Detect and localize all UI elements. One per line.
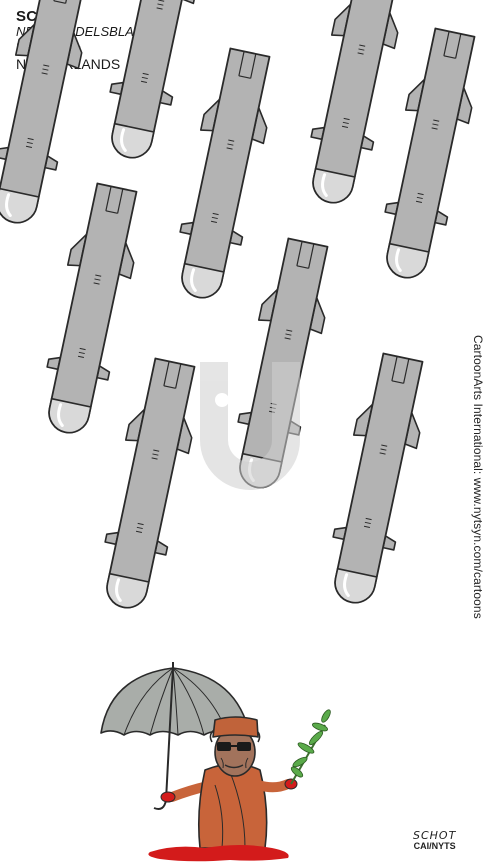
- watermark-logo: [200, 362, 300, 490]
- signature-name: SCHOT: [413, 829, 457, 842]
- blood-pool: [148, 845, 289, 862]
- signature-agency: CAI/NYTS: [413, 840, 456, 851]
- missile: [165, 44, 283, 306]
- missile: [370, 24, 488, 286]
- missile: [318, 349, 436, 611]
- umbrella: [100, 662, 251, 810]
- olive-branch: [290, 709, 331, 785]
- missile: [90, 354, 208, 616]
- missile: [32, 179, 150, 441]
- missile: [296, 0, 414, 211]
- artist-signature: SCHOT CAI/NYTS: [413, 830, 456, 851]
- missile: [0, 0, 98, 231]
- missile: [95, 0, 213, 166]
- robed-figure: [160, 716, 298, 849]
